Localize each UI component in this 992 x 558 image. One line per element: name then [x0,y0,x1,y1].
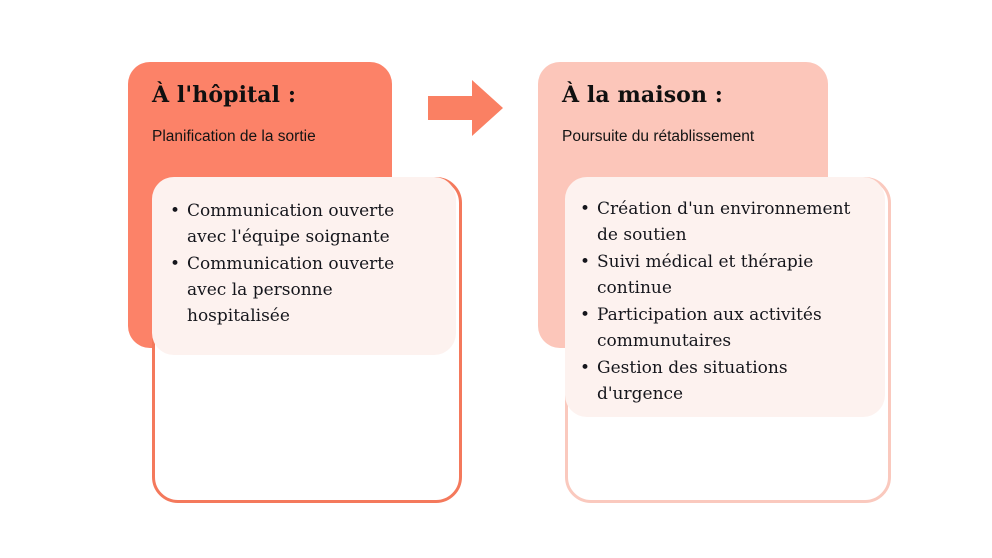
list-item: • Communication ouverte avec l'équipe so… [168,198,436,250]
inner-panel-maison [565,177,885,417]
list-item-text: Participation aux activités communutaire… [597,305,822,351]
bullet-dot-icon: • [170,201,181,221]
column-maison: À la maison : Poursuite du rétablissemen… [520,0,920,558]
inner-panel-hopital [152,177,456,355]
header-title-maison: À la maison : [562,82,724,108]
list-item: • Gestion des situations d'urgence [578,355,868,407]
arrow-right-icon [428,78,504,138]
header-subtitle-maison: Poursuite du rétablissement [562,128,755,145]
list-item-text: Gestion des situations d'urgence [597,358,788,404]
column-hopital: À l'hôpital : Planification de la sortie… [110,0,510,558]
list-item: • Création d'un environnement de soutien [578,196,868,248]
bullet-dot-icon: • [580,252,591,272]
list-item-text: Communication ouverte avec la personne h… [187,254,395,326]
list-item-text: Communication ouverte avec l'équipe soig… [187,201,395,247]
header-subtitle-hopital: Planification de la sortie [152,128,316,145]
bullet-dot-icon: • [580,305,591,325]
list-item: • Communication ouverte avec la personne… [168,251,436,329]
list-item-text: Suivi médical et thérapie continue [597,252,814,298]
list-item: • Participation aux activités communutai… [578,302,868,354]
bullet-dot-icon: • [170,254,181,274]
bullet-list-maison: • Création d'un environnement de soutien… [578,196,868,408]
list-item-text: Création d'un environnement de soutien [597,199,851,245]
bullet-list-hopital: • Communication ouverte avec l'équipe so… [168,198,436,330]
header-title-hopital: À l'hôpital : [152,82,297,108]
list-item: • Suivi médical et thérapie continue [578,249,868,301]
bullet-dot-icon: • [580,199,591,219]
bullet-dot-icon: • [580,358,591,378]
